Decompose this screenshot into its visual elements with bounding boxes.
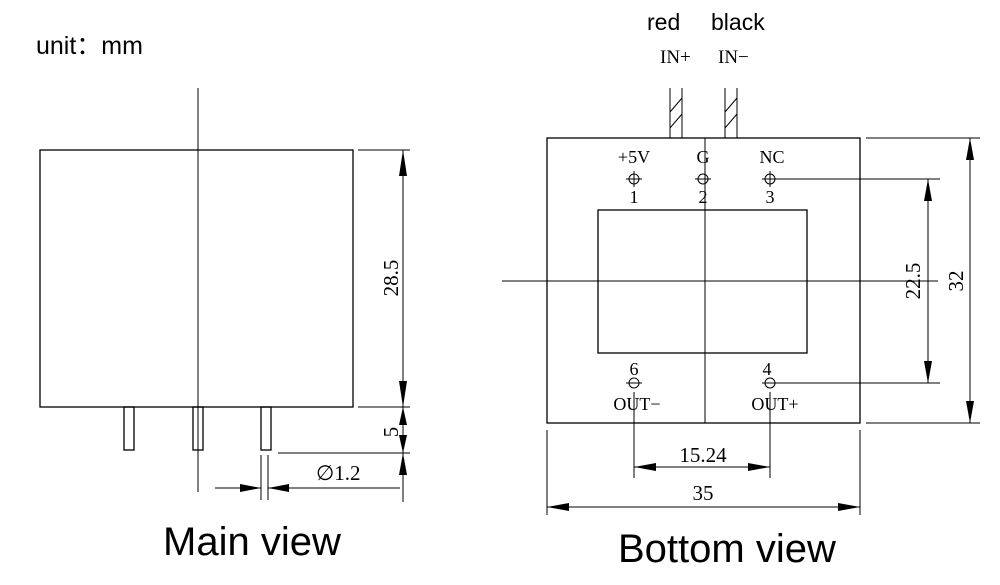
pin-1: +5V 1 <box>618 147 650 207</box>
pin-6: 6 OUT− <box>613 359 660 414</box>
main-view-pin-left <box>123 406 135 451</box>
pin-3-number: 3 <box>766 187 775 207</box>
pin-1-name: +5V <box>618 147 650 167</box>
pin-2-name: G <box>697 147 710 167</box>
main-view-pin-middle <box>192 406 204 451</box>
bottom-view-caption: Bottom view <box>618 527 836 571</box>
wire-color-black: black <box>711 9 765 35</box>
pin-4: 4 OUT+ <box>751 359 798 414</box>
main-view-pin-diameter-dimension: ∅1.2 <box>316 461 361 485</box>
width-dimension: 35 <box>693 481 714 505</box>
main-view-height-dimension: 28.5 <box>379 260 403 297</box>
pin-2-number: 2 <box>699 187 708 207</box>
unit-label: unit：mm <box>36 32 143 60</box>
pin-3-name: NC <box>759 147 784 167</box>
main-view-pin-right <box>260 406 272 451</box>
main-view-caption: Main view <box>163 520 341 564</box>
wire-in-minus <box>724 88 738 138</box>
pin-4-name: OUT+ <box>751 394 798 414</box>
main-view: 28.5 5 ∅1.2 Main view <box>39 88 410 564</box>
bottom-view: red black IN+ IN− +5V <box>502 9 980 571</box>
main-view-body <box>39 149 354 408</box>
pin-1-number: 1 <box>630 187 639 207</box>
wire-in-plus <box>669 88 683 138</box>
wire-label-in-plus: IN+ <box>660 47 691 68</box>
pin-2: G 2 <box>695 147 711 207</box>
main-view-pin-length-dimension: 5 <box>379 427 403 438</box>
pin-3: NC 3 <box>759 147 784 207</box>
pin-row-spacing-dimension: 22.5 <box>901 263 925 300</box>
height-dimension: 32 <box>944 271 968 292</box>
pin-4-number: 4 <box>763 359 772 379</box>
pin-6-number: 6 <box>630 359 639 379</box>
pin-6-name: OUT− <box>613 394 660 414</box>
pin-col-spacing-dimension: 15.24 <box>679 443 727 467</box>
wire-color-red: red <box>647 9 680 35</box>
wire-label-in-minus: IN− <box>718 47 749 68</box>
